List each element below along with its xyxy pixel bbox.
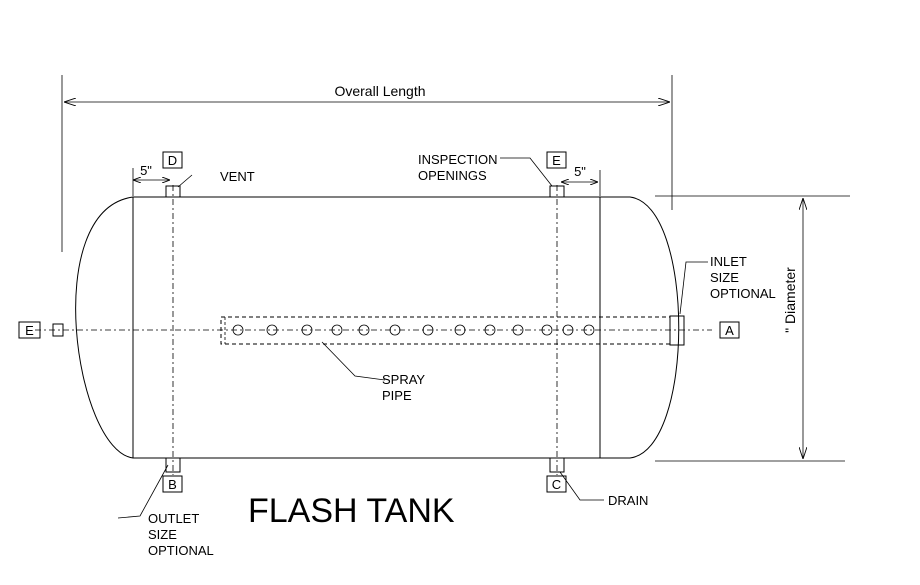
tag-b: B — [168, 477, 177, 492]
tag-a-box — [719, 321, 740, 339]
spray-hole — [583, 324, 595, 336]
spray-label-line2: PIPE — [382, 388, 412, 403]
nozzle-e-left: E — [18, 321, 64, 339]
inspection-leader — [500, 157, 553, 187]
spray-pipe-body — [220, 316, 671, 345]
nozzle-b-body — [165, 457, 181, 473]
drain-leader — [559, 471, 604, 501]
spray-hole — [562, 324, 574, 336]
inlet-label-line2: SIZE — [710, 270, 739, 285]
spray-hole — [358, 324, 370, 336]
spray-label-line1: SPRAY — [382, 372, 425, 387]
spray-hole — [512, 324, 524, 336]
tag-e-top-box — [546, 151, 567, 169]
outlet-label-line2: SIZE — [148, 527, 177, 542]
vent-label: VENT — [220, 169, 255, 184]
inlet-leader — [679, 261, 708, 315]
tag-a: A — [725, 323, 734, 338]
spray-hole — [484, 324, 496, 336]
nozzle-e-top: E INSPECTION OPENINGS — [418, 151, 567, 198]
outlet-label-line1: OUTLET — [148, 511, 199, 526]
offset-dimension-left: 5" — [132, 163, 170, 196]
inlet-label-line3: OPTIONAL — [710, 286, 776, 301]
tag-b-box — [162, 475, 183, 493]
nozzle-e-left-body — [52, 323, 64, 337]
spray-hole — [389, 324, 401, 336]
tag-d: D — [168, 153, 177, 168]
spray-hole — [232, 324, 244, 336]
diameter-dimension: " Diameter — [655, 195, 850, 462]
tag-e-left-box — [18, 321, 41, 339]
nozzle-d: D VENT — [162, 151, 255, 198]
outlet-label-line3: OPTIONAL — [148, 543, 214, 558]
inspection-label-line1: INSPECTION — [418, 152, 497, 167]
vent-leader — [177, 174, 193, 188]
tag-c-box — [546, 475, 567, 493]
diameter-label: " Diameter — [782, 267, 798, 333]
spray-hole — [541, 324, 553, 336]
tank-outline — [75, 196, 680, 459]
spray-hole — [266, 324, 278, 336]
spray-hole — [331, 324, 343, 336]
tag-d-box — [162, 151, 183, 169]
nozzle-c-body — [549, 457, 565, 473]
offset-dimension-right: 5" — [561, 164, 601, 196]
inlet-label-line1: INLET — [710, 254, 747, 269]
spray-pipe: SPRAY PIPE — [220, 316, 671, 403]
nozzle-e-top-body — [549, 185, 565, 198]
spray-pipe-leader — [321, 341, 386, 381]
outlet-leader — [117, 464, 169, 519]
nozzle-a: A INLET SIZE OPTIONAL — [669, 254, 776, 346]
nozzle-b: B OUTLET SIZE OPTIONAL — [117, 457, 214, 558]
offset-left-label: 5" — [140, 163, 152, 178]
spray-hole — [454, 324, 466, 336]
tag-e-left: E — [25, 323, 34, 338]
tag-c: C — [552, 477, 561, 492]
nozzle-d-body — [165, 185, 181, 198]
spray-hole — [301, 324, 313, 336]
inspection-label-line2: OPENINGS — [418, 168, 487, 183]
overall-length-dimension: Overall Length — [61, 75, 673, 252]
spray-holes — [232, 324, 595, 336]
overall-length-label: Overall Length — [334, 83, 425, 99]
tank-body — [35, 185, 712, 475]
drain-label: DRAIN — [608, 493, 648, 508]
nozzle-c: C DRAIN — [546, 457, 648, 508]
tag-e-top: E — [552, 153, 561, 168]
drawing-title: FLASH TANK — [248, 492, 455, 530]
spray-hole — [422, 324, 434, 336]
nozzle-a-body — [669, 315, 685, 346]
offset-right-label: 5" — [574, 164, 586, 179]
